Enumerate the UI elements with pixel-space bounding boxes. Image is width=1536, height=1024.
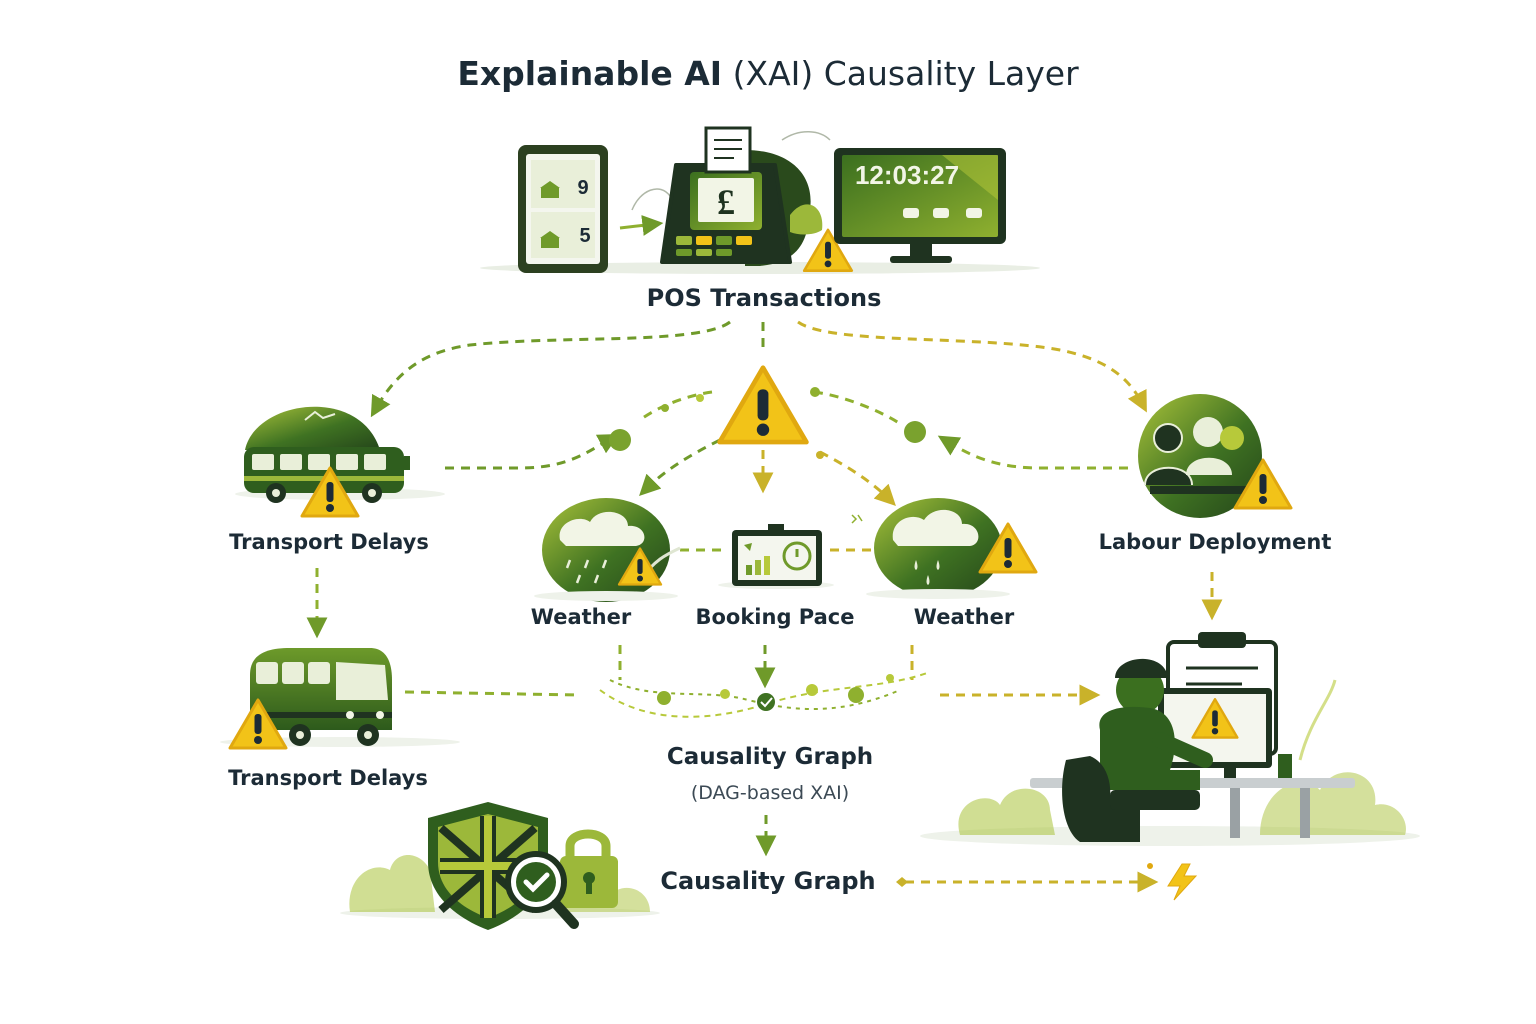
arrow-transport-to-graph [404,690,581,697]
weather-cloud-icon [534,498,681,602]
tablet-value-1: 9 [577,177,588,199]
monitor-icon [834,148,1006,263]
causality-network [599,387,931,718]
title-strong: Explainable AI [457,54,723,93]
operator-desk-icon [920,632,1420,846]
label-labour: Labour Deployment [1099,530,1332,554]
tablet-value-2: 5 [579,225,590,247]
label-weather-left: Weather [531,605,632,629]
label-pos: POS Transactions [646,284,882,312]
arrow-transport-to-center [445,433,620,470]
bus-icon-bottom [220,648,460,747]
arrow-warning-to-weather-right [819,450,896,506]
connectors [306,320,1223,893]
weather-cloud-icon-right [851,498,1010,599]
staff-icon [1138,394,1262,518]
pos-currency-symbol: £ [717,182,735,222]
arrow-pos-to-labour [797,320,1147,413]
title-light: (XAI) Causality Layer [732,54,1079,93]
arrow-pos-to-transport [370,320,731,418]
label-booking: Booking Pace [695,605,854,629]
bus-icon [235,406,445,503]
label-weather-right: Weather [914,605,1015,629]
lightning-icon [1147,863,1198,901]
booking-dashboard-icon [718,524,834,589]
label-causality-sub: (DAG-based XAI) [691,782,849,804]
magnifier-check-icon [505,851,579,929]
central-warning-icon [720,368,807,442]
arrow-warning-to-left [639,390,713,422]
arrow-warning-to-weather-left [639,438,721,496]
label-causality-graph-bottom: Causality Graph [660,867,875,895]
padlock-icon [560,829,618,908]
monitor-time: 12:03:27 [855,160,959,190]
arrow-labour-to-center [937,435,1128,470]
arrow-warning-to-right [813,390,903,427]
page-title: Explainable AI (XAI) Causality Layer [457,54,1078,93]
label-transport-top: Transport Delays [229,530,429,554]
tablet-icon [518,145,608,273]
label-transport-bottom: Transport Delays [228,766,428,790]
pos-terminal-icon [660,126,831,266]
label-causality-graph: Causality Graph [667,744,873,770]
